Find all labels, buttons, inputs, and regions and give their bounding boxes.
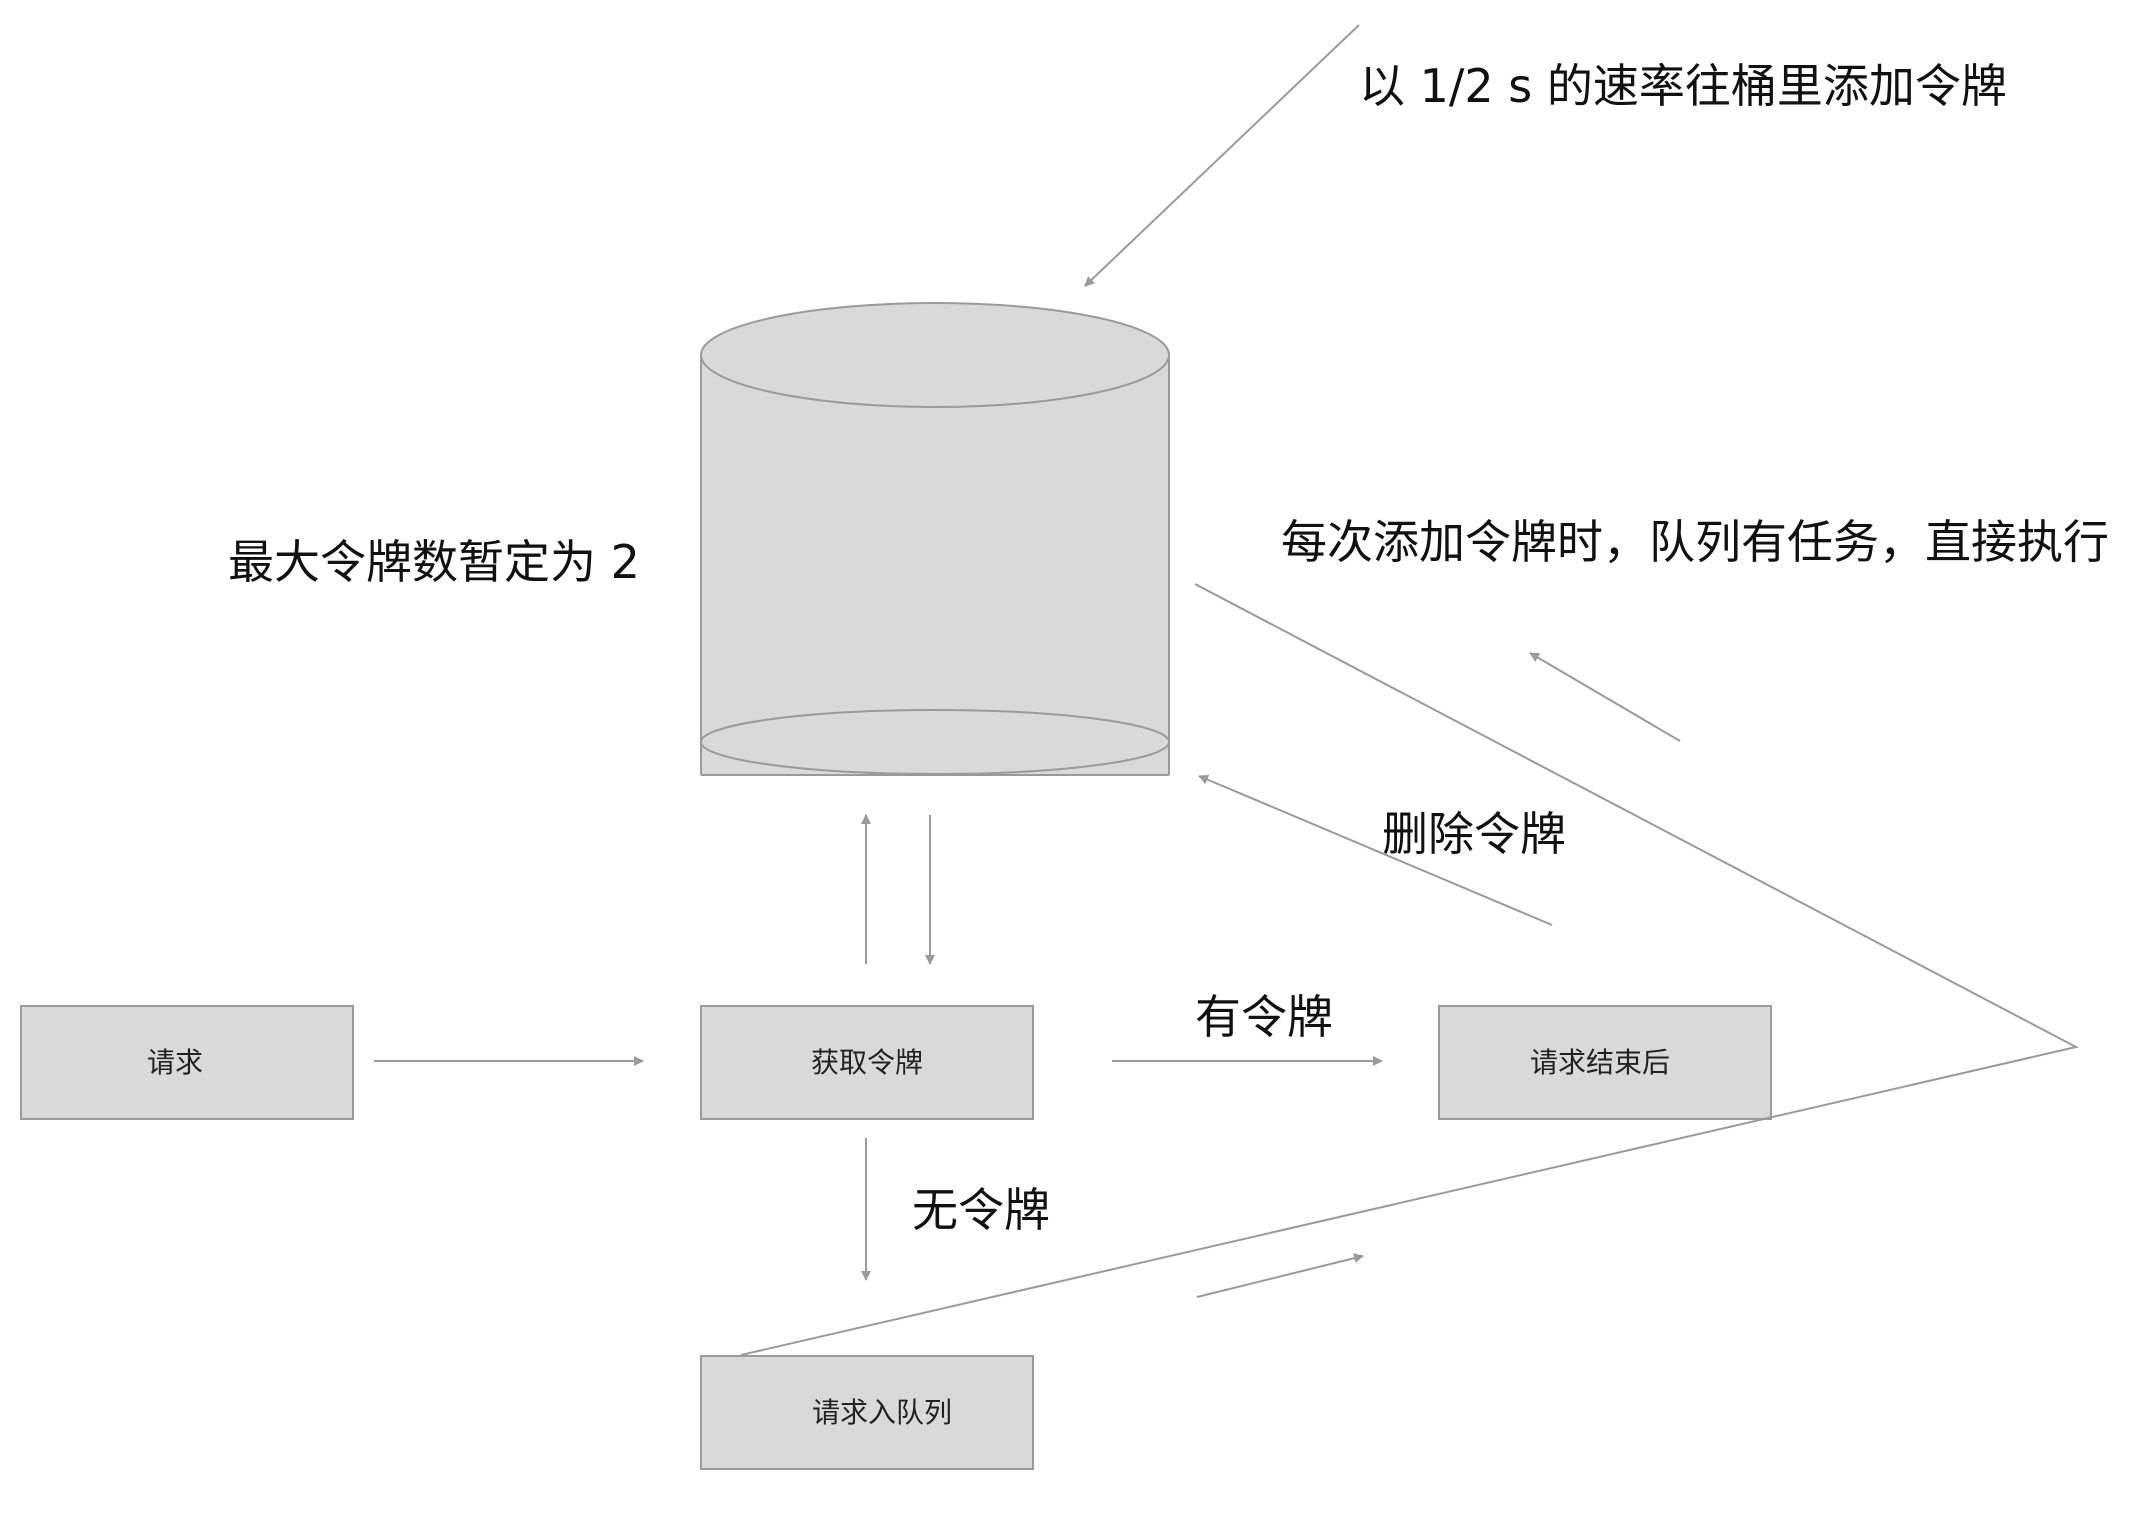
request-box: [20, 1005, 354, 1120]
note-delete-token: 删除令牌: [1382, 807, 1566, 861]
arrow-delete-token: [1198, 774, 1553, 926]
request-done-label: 请求结束后: [1530, 1046, 1670, 1079]
arrow-exec-hint: [1529, 652, 1681, 742]
bucket-top: [700, 302, 1170, 408]
note-max-tokens: 最大令牌数暂定为 2: [228, 535, 640, 589]
node-request: 请求: [20, 1005, 354, 1120]
note-refill-rate: 以 1/2 s 的速率往桶里添加令牌: [1359, 59, 2007, 113]
node-enqueue: 请求入队列: [700, 1355, 1034, 1470]
get-token-label: 获取令牌: [811, 1046, 923, 1079]
note-on-add-exec: 每次添加令牌时，队列有任务，直接执行: [1281, 515, 2109, 569]
bucket-bottom-back: [700, 709, 1170, 743]
token-bucket: [700, 302, 1170, 776]
request-done-box: [1438, 1005, 1772, 1120]
node-get-token: 获取令牌: [700, 1005, 1034, 1120]
enqueue-box: [700, 1355, 1034, 1470]
node-request-done: 请求结束后: [1438, 1005, 1772, 1120]
enqueue-label: 请求入队列: [812, 1396, 952, 1429]
note-has-token: 有令牌: [1195, 990, 1333, 1044]
arrow-queue-hint: [1196, 1253, 1364, 1298]
request-label: 请求: [147, 1046, 203, 1079]
connector-bucket-to-queue: [740, 583, 2079, 1356]
note-no-token: 无令牌: [912, 1183, 1050, 1237]
arrow-refill-to-bucket: [1084, 24, 1360, 287]
bucket-body: [701, 355, 1169, 775]
get-token-box: [700, 1005, 1034, 1120]
